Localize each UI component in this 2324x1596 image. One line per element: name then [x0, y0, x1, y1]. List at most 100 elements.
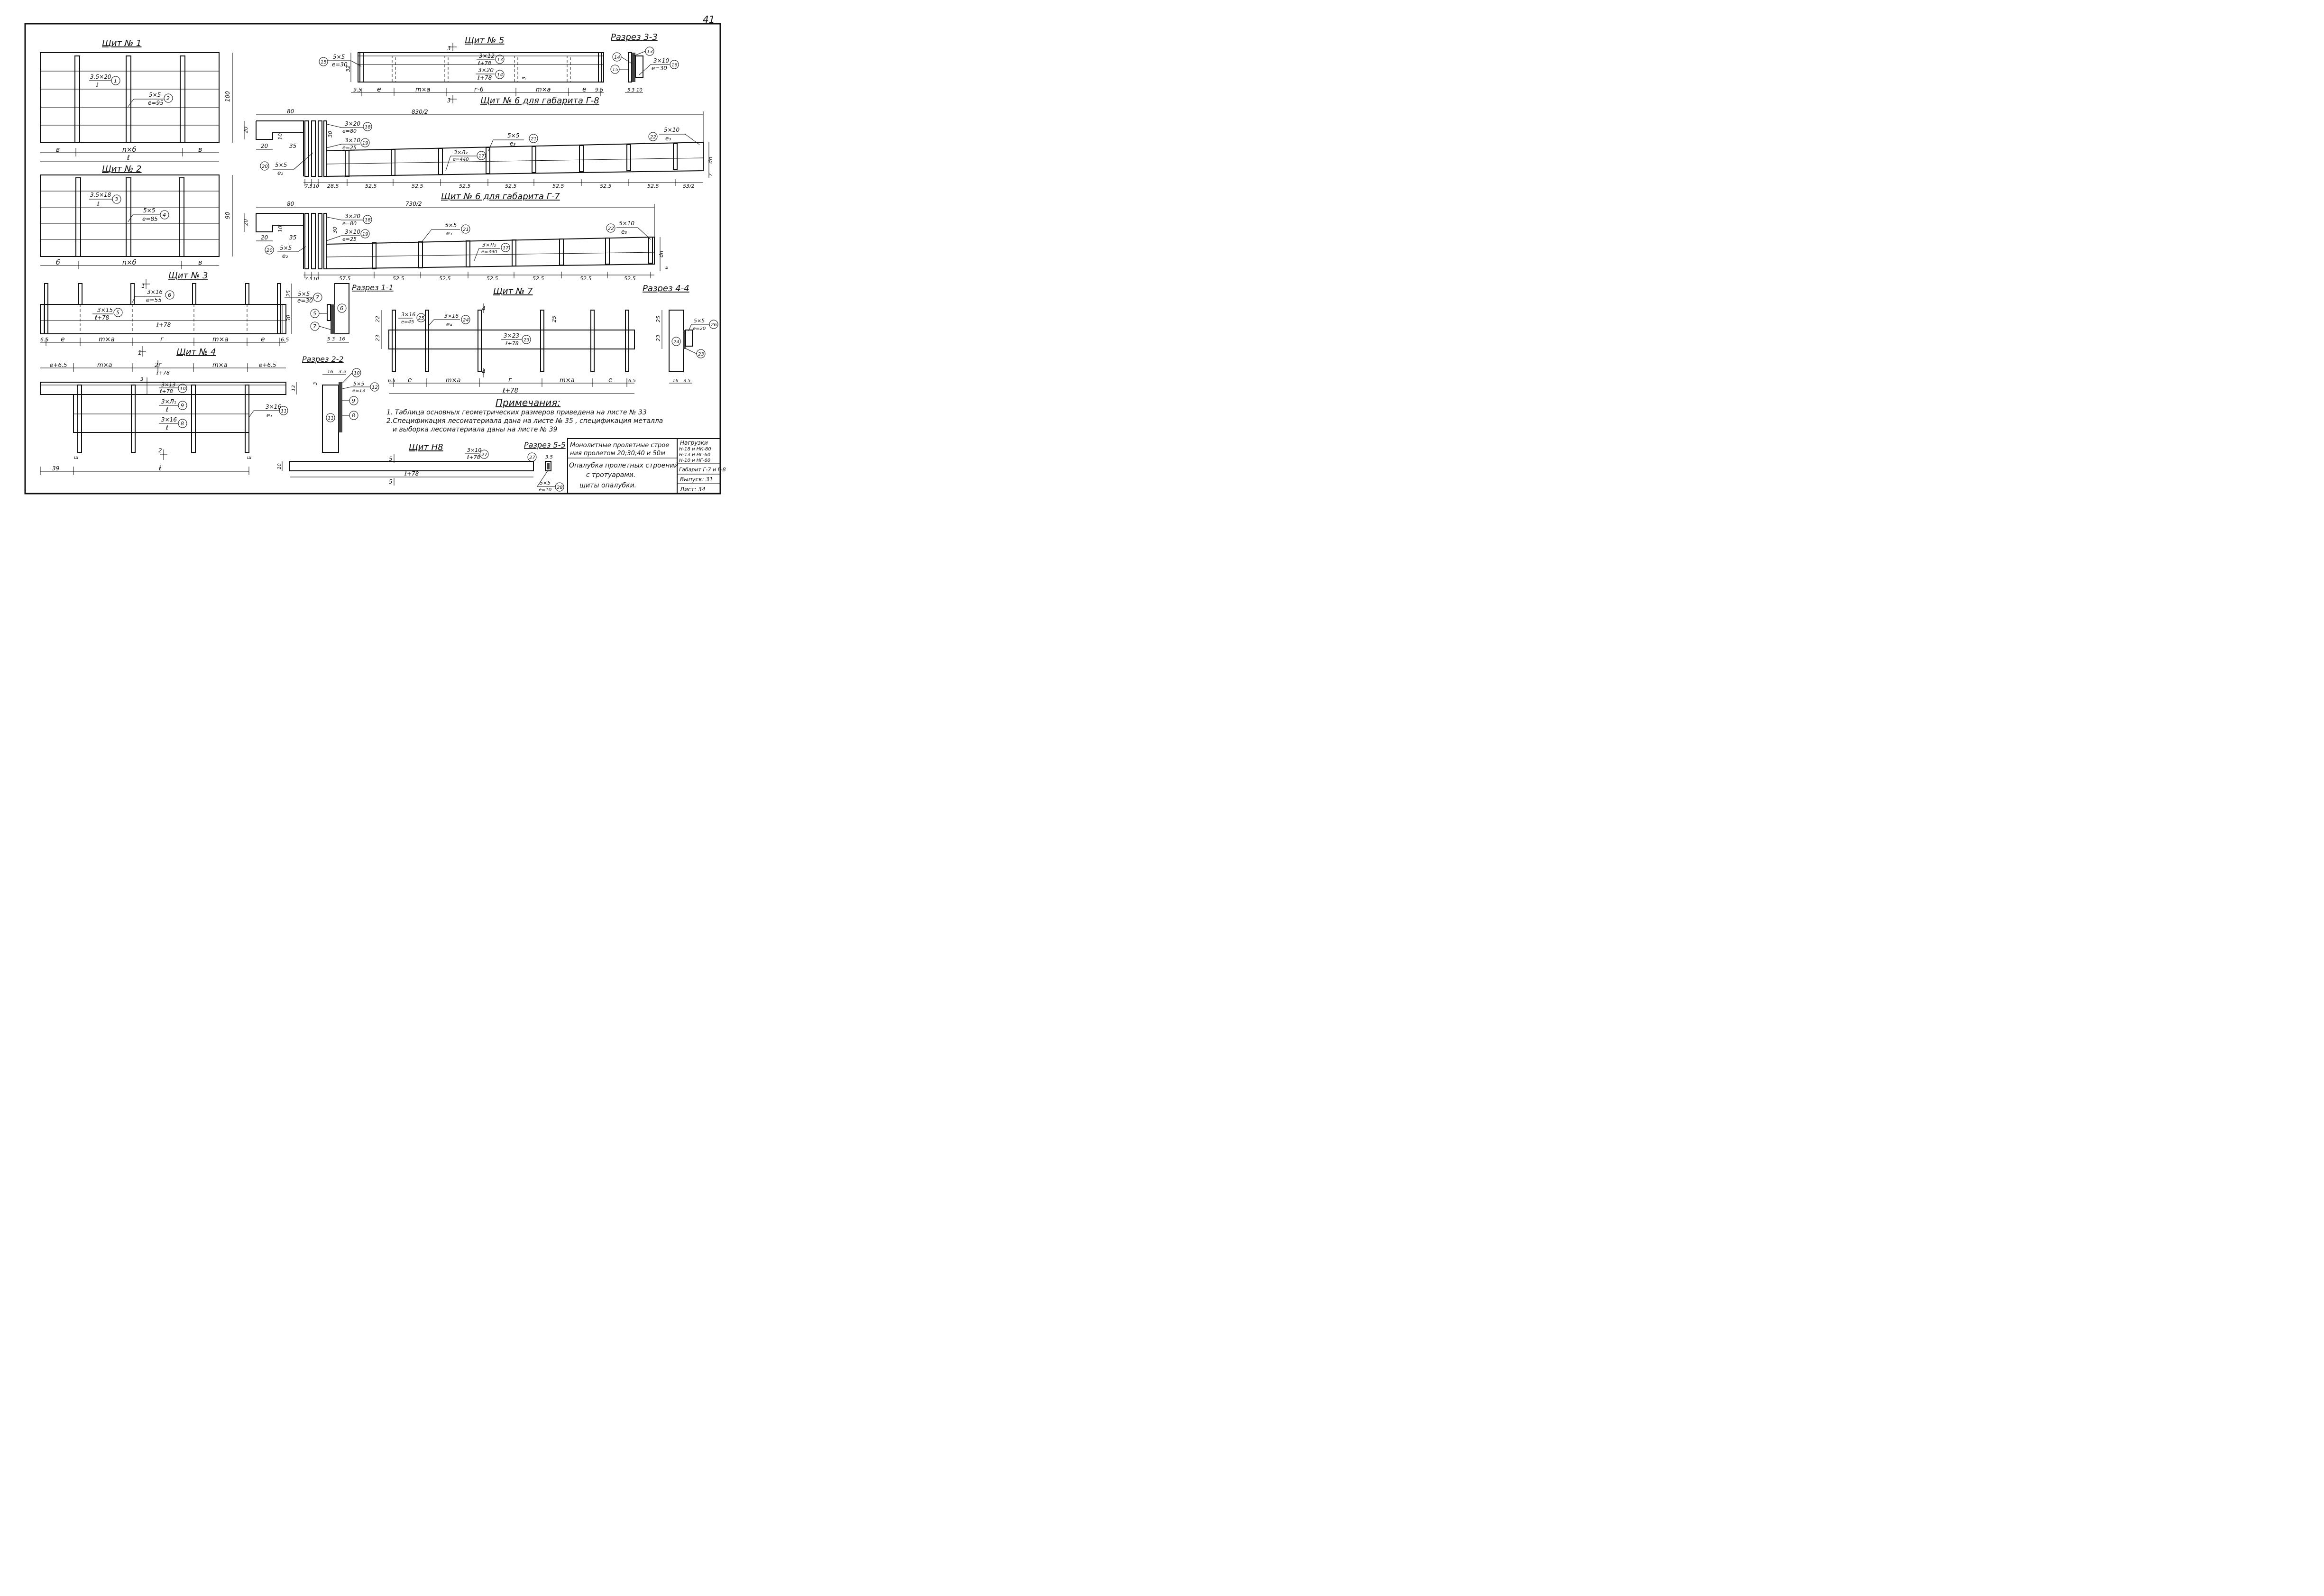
svg-text:52.5: 52.5	[365, 183, 377, 189]
svg-text:4: 4	[482, 368, 486, 375]
svg-text:в: в	[198, 259, 202, 266]
title-issue: Выпуск: 31	[680, 476, 713, 483]
svg-text:5×10: 5×10	[664, 127, 680, 133]
svg-text:3: 3	[447, 97, 451, 104]
note-line-2: 2.Спецификация лесоматериала дана на лис…	[386, 417, 663, 425]
svg-text:n×б: n×б	[122, 146, 137, 154]
svg-text:5×5: 5×5	[275, 162, 287, 168]
section-1-1-title: Разрез 1-1	[352, 283, 394, 292]
svg-text:25: 25	[418, 316, 424, 321]
svg-text:ℓ+78: ℓ+78	[502, 387, 518, 394]
notes-block: Примечания: 1. Таблица основных геометри…	[386, 397, 663, 433]
section-1-1-view: Разрез 1-1 6 5 7 5 3 16	[310, 283, 394, 343]
shield-6-g8-view: Щит № 6 для габарита Г-8 830/2 80 20 20 …	[243, 96, 714, 189]
svg-text:20: 20	[261, 234, 268, 241]
svg-text:52.5: 52.5	[580, 275, 592, 282]
svg-text:3×10: 3×10	[345, 137, 360, 144]
svg-text:e₄: e₄	[446, 321, 452, 328]
shield-3-title: Щит № 3	[168, 271, 208, 281]
svg-text:5×5: 5×5	[507, 132, 519, 139]
svg-text:3×16: 3×16	[266, 404, 281, 410]
svg-text:8: 8	[352, 413, 355, 419]
svg-text:52.5: 52.5	[459, 183, 471, 189]
svg-text:52.5: 52.5	[600, 183, 612, 189]
svg-text:13: 13	[291, 385, 296, 391]
svg-text:ℓ: ℓ	[165, 406, 168, 413]
svg-text:Н-13 и НГ-60: Н-13 и НГ-60	[679, 452, 710, 458]
title-subject-line-1: Опалубка пролетных строений	[569, 462, 679, 469]
svg-text:2: 2	[166, 95, 170, 101]
svg-text:52.5: 52.5	[647, 183, 659, 189]
svg-text:10: 10	[277, 226, 284, 232]
svg-text:9.5: 9.5	[353, 87, 362, 93]
svg-text:3: 3	[522, 77, 527, 80]
svg-text:20: 20	[261, 143, 268, 149]
svg-text:ш: ш	[74, 455, 78, 460]
svg-text:m×a: m×a	[536, 86, 551, 93]
svg-text:23: 23	[698, 352, 704, 357]
title-name-line-1: Монолитные пролетные строе	[570, 442, 669, 449]
svg-text:25: 25	[285, 290, 292, 297]
svg-text:3: 3	[140, 377, 143, 382]
title-subject-line-2: с тротуарами.	[586, 471, 635, 479]
svg-text:e=30: e=30	[297, 297, 313, 304]
svg-text:e: e	[608, 376, 613, 384]
svg-text:e=95: e=95	[148, 100, 164, 106]
svg-text:26: 26	[711, 322, 717, 328]
svg-text:6.5: 6.5	[40, 337, 49, 343]
svg-text:e: e	[61, 336, 65, 343]
svg-text:m×a: m×a	[446, 377, 461, 384]
svg-text:23: 23	[375, 335, 381, 341]
svg-text:б: б	[56, 259, 60, 266]
svg-text:3×Л₂: 3×Л₂	[454, 149, 468, 156]
svg-text:5: 5	[627, 88, 630, 93]
svg-text:30: 30	[332, 227, 338, 233]
svg-text:11: 11	[328, 416, 334, 421]
svg-text:e=80: e=80	[342, 220, 357, 227]
title-loads-heading: Нагрузки	[680, 440, 708, 446]
svg-text:e=25: e=25	[342, 145, 357, 151]
svg-text:m×a: m×a	[212, 362, 228, 369]
svg-text:1: 1	[138, 349, 142, 356]
svg-text:10: 10	[313, 184, 319, 189]
svg-text:e: e	[408, 376, 412, 384]
shield-2-title: Щит № 2	[102, 164, 142, 174]
svg-text:в: в	[56, 146, 60, 154]
svg-text:e=80: e=80	[342, 128, 357, 134]
svg-text:7: 7	[316, 294, 319, 301]
svg-text:3×16: 3×16	[147, 289, 163, 295]
svg-text:4: 4	[482, 305, 486, 312]
svg-text:9: 9	[352, 398, 355, 404]
sheet-corner-number: 41	[703, 14, 715, 25]
svg-text:6: 6	[168, 292, 171, 298]
svg-text:e₃: e₃	[510, 140, 515, 147]
svg-text:3×16: 3×16	[444, 313, 459, 319]
svg-text:18: 18	[365, 218, 371, 223]
svg-text:ℓ: ℓ	[127, 154, 130, 162]
svg-text:7.5: 7.5	[305, 276, 312, 282]
svg-text:20: 20	[266, 248, 273, 253]
svg-text:23: 23	[524, 338, 530, 343]
svg-text:ℓ+78: ℓ+78	[478, 60, 491, 66]
svg-text:5×5: 5×5	[445, 222, 457, 229]
svg-text:10: 10	[180, 386, 186, 392]
svg-text:dп: dп	[658, 251, 664, 257]
section-3-3-title: Разрез 3-3	[611, 32, 658, 42]
svg-text:10: 10	[636, 88, 643, 93]
svg-text:e+6.5: e+6.5	[259, 362, 276, 368]
svg-text:5: 5	[327, 337, 330, 342]
svg-text:52.5: 52.5	[505, 183, 517, 189]
svg-text:г-6: г-6	[474, 86, 484, 93]
svg-text:e=85: e=85	[142, 216, 158, 222]
svg-text:90: 90	[224, 211, 231, 219]
svg-text:1: 1	[114, 78, 117, 84]
section-4-4-title: Разрез 4-4	[643, 284, 689, 294]
svg-text:e₂: e₂	[282, 253, 288, 259]
svg-text:100: 100	[224, 91, 231, 102]
svg-text:17: 17	[478, 154, 485, 159]
svg-text:18: 18	[365, 125, 371, 130]
shield-5-view: Щит № 5 5×5 e=30 15 3×12 ℓ+78 13 3×20 ℓ+…	[319, 36, 604, 104]
svg-text:2: 2	[158, 447, 162, 454]
svg-text:5×5: 5×5	[353, 381, 364, 387]
svg-text:г: г	[160, 336, 164, 343]
